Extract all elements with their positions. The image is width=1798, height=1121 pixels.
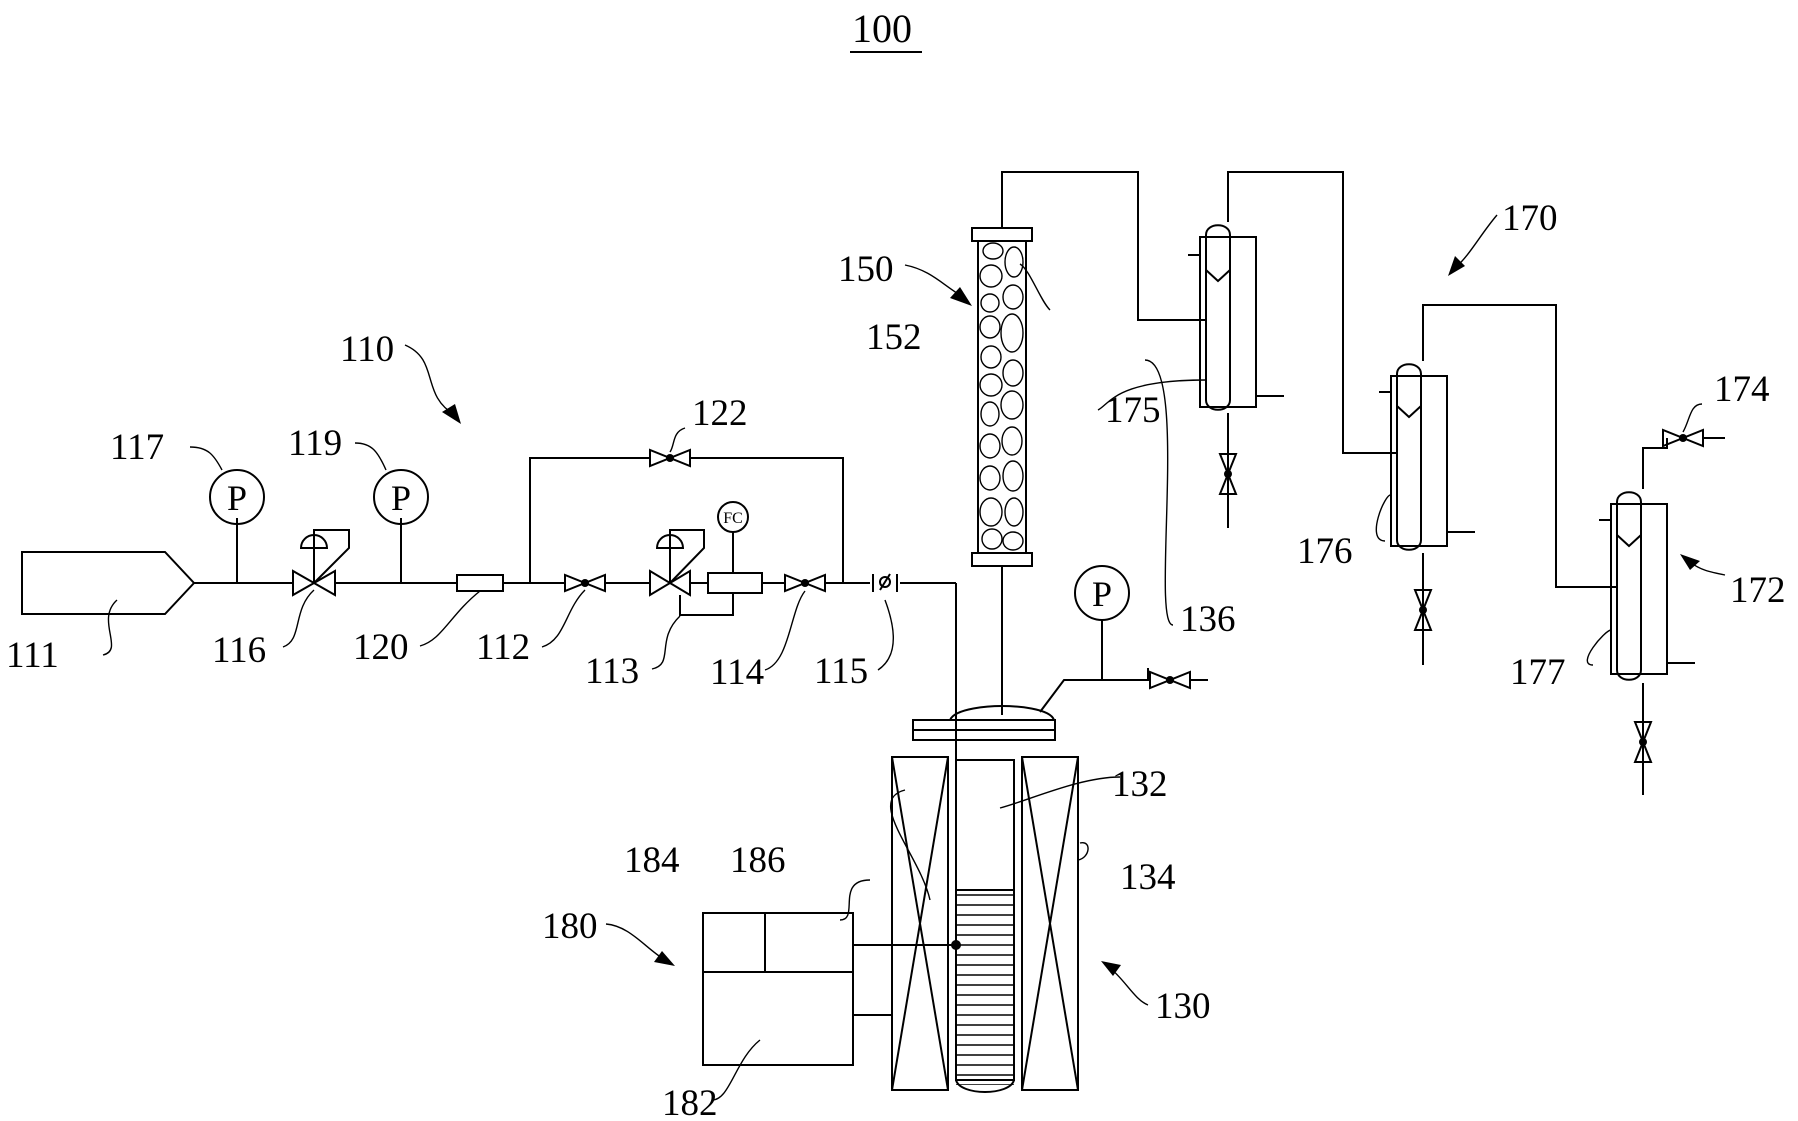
reactor-lid-lower xyxy=(912,729,1056,741)
filter-120 xyxy=(456,574,504,592)
drain-valve-176-dot xyxy=(1419,606,1427,614)
controller-180 xyxy=(702,912,854,1066)
label-180: 180 xyxy=(542,906,598,947)
flow-meter xyxy=(707,572,763,594)
label-132: 132 xyxy=(1112,764,1168,805)
column-top-flange xyxy=(971,227,1033,242)
bypass-valve-122-dot xyxy=(666,454,674,462)
label-170: 170 xyxy=(1502,198,1558,239)
column-packing-152 xyxy=(979,242,1024,551)
regulator-113-spring xyxy=(669,529,705,584)
exhaust-valve-174-dot xyxy=(1679,434,1687,442)
pressure-gauge-117-symbol: P xyxy=(227,478,247,518)
label-152: 152 xyxy=(866,317,922,358)
label-176: 176 xyxy=(1297,531,1353,572)
drain-valve-175 xyxy=(1218,453,1238,495)
label-115: 115 xyxy=(814,651,868,692)
label-122: 122 xyxy=(692,393,748,434)
condenser-176 xyxy=(1379,363,1475,551)
bypass-line xyxy=(529,457,650,583)
regulator-113-actuator xyxy=(655,534,685,549)
line-175-to-176 xyxy=(1227,171,1397,454)
regulator-113-feedback xyxy=(679,592,734,616)
heater-jacket-right xyxy=(1021,756,1079,1091)
column-bottom-flange xyxy=(971,552,1033,567)
label-177: 177 xyxy=(1510,652,1566,693)
column-overhead-line xyxy=(1001,171,1206,321)
regulator-valve-116 xyxy=(292,569,336,597)
heater-right-x2 xyxy=(1021,756,1079,1091)
drain-valve-176 xyxy=(1413,589,1433,631)
valve-114 xyxy=(784,573,826,593)
label-172: 172 xyxy=(1730,570,1786,611)
label-111: 111 xyxy=(6,635,59,676)
bypass-valve-122 xyxy=(649,448,691,468)
bypass-line-2 xyxy=(690,457,844,583)
label-186: 186 xyxy=(730,840,786,881)
label-175: 175 xyxy=(1105,390,1161,431)
check-valve-115-ball xyxy=(879,576,891,588)
regulator-valve-113 xyxy=(649,569,691,597)
valve-112-dot xyxy=(581,579,589,587)
regulator-116-actuator xyxy=(299,534,329,549)
condenser-177 xyxy=(1599,491,1695,681)
label-182: 182 xyxy=(662,1083,718,1121)
exhaust-valve-174 xyxy=(1662,428,1704,448)
pressure-gauge-136-symbol: P xyxy=(1092,574,1112,614)
vent-valve xyxy=(1149,670,1191,690)
line-176-to-177 xyxy=(1422,304,1617,588)
label-113: 113 xyxy=(585,651,639,692)
label-134: 134 xyxy=(1120,857,1176,898)
flow-controller-symbol: FC xyxy=(723,510,743,527)
gas-cylinder xyxy=(21,551,196,615)
reactor-vent-line xyxy=(1039,668,1149,713)
pressure-gauge-117 xyxy=(209,469,265,525)
pressure-gauge-119 xyxy=(373,469,429,525)
flow-controller xyxy=(717,501,749,533)
label-130: 130 xyxy=(1155,986,1211,1027)
figure-number: 100 xyxy=(852,6,912,51)
pressure-gauge-119-symbol: P xyxy=(391,478,411,518)
leader-lines xyxy=(102,263,1703,1101)
heater-jacket-left xyxy=(891,756,949,1091)
label-150: 150 xyxy=(838,249,894,290)
condenser-175 xyxy=(1188,224,1284,411)
reactor-liquid xyxy=(956,890,1014,1085)
heater-left-x2 xyxy=(891,756,949,1091)
label-184: 184 xyxy=(624,840,680,881)
label-114: 114 xyxy=(710,652,764,693)
drain-valve-175-dot xyxy=(1224,470,1232,478)
check-valve-115-seat xyxy=(879,573,891,591)
valve-114-dot xyxy=(801,579,809,587)
label-116: 116 xyxy=(212,630,266,671)
label-112: 112 xyxy=(476,627,530,668)
reactor-lid-upper xyxy=(912,719,1056,731)
drain-valve-177 xyxy=(1633,721,1653,763)
label-119: 119 xyxy=(288,423,342,464)
reference-arrows xyxy=(404,214,1726,1006)
label-120: 120 xyxy=(353,627,409,668)
reactor-lid-dome xyxy=(949,704,1055,721)
regulator-116-spring xyxy=(313,529,350,584)
vent-valve-dot xyxy=(1166,676,1174,684)
label-174: 174 xyxy=(1714,369,1770,410)
label-136: 136 xyxy=(1180,599,1236,640)
valve-112 xyxy=(564,573,606,593)
drain-valve-177-dot xyxy=(1639,738,1647,746)
label-117: 117 xyxy=(110,427,164,468)
temperature-sensor xyxy=(951,940,961,950)
pressure-gauge-136 xyxy=(1074,565,1130,621)
label-110: 110 xyxy=(340,329,394,370)
